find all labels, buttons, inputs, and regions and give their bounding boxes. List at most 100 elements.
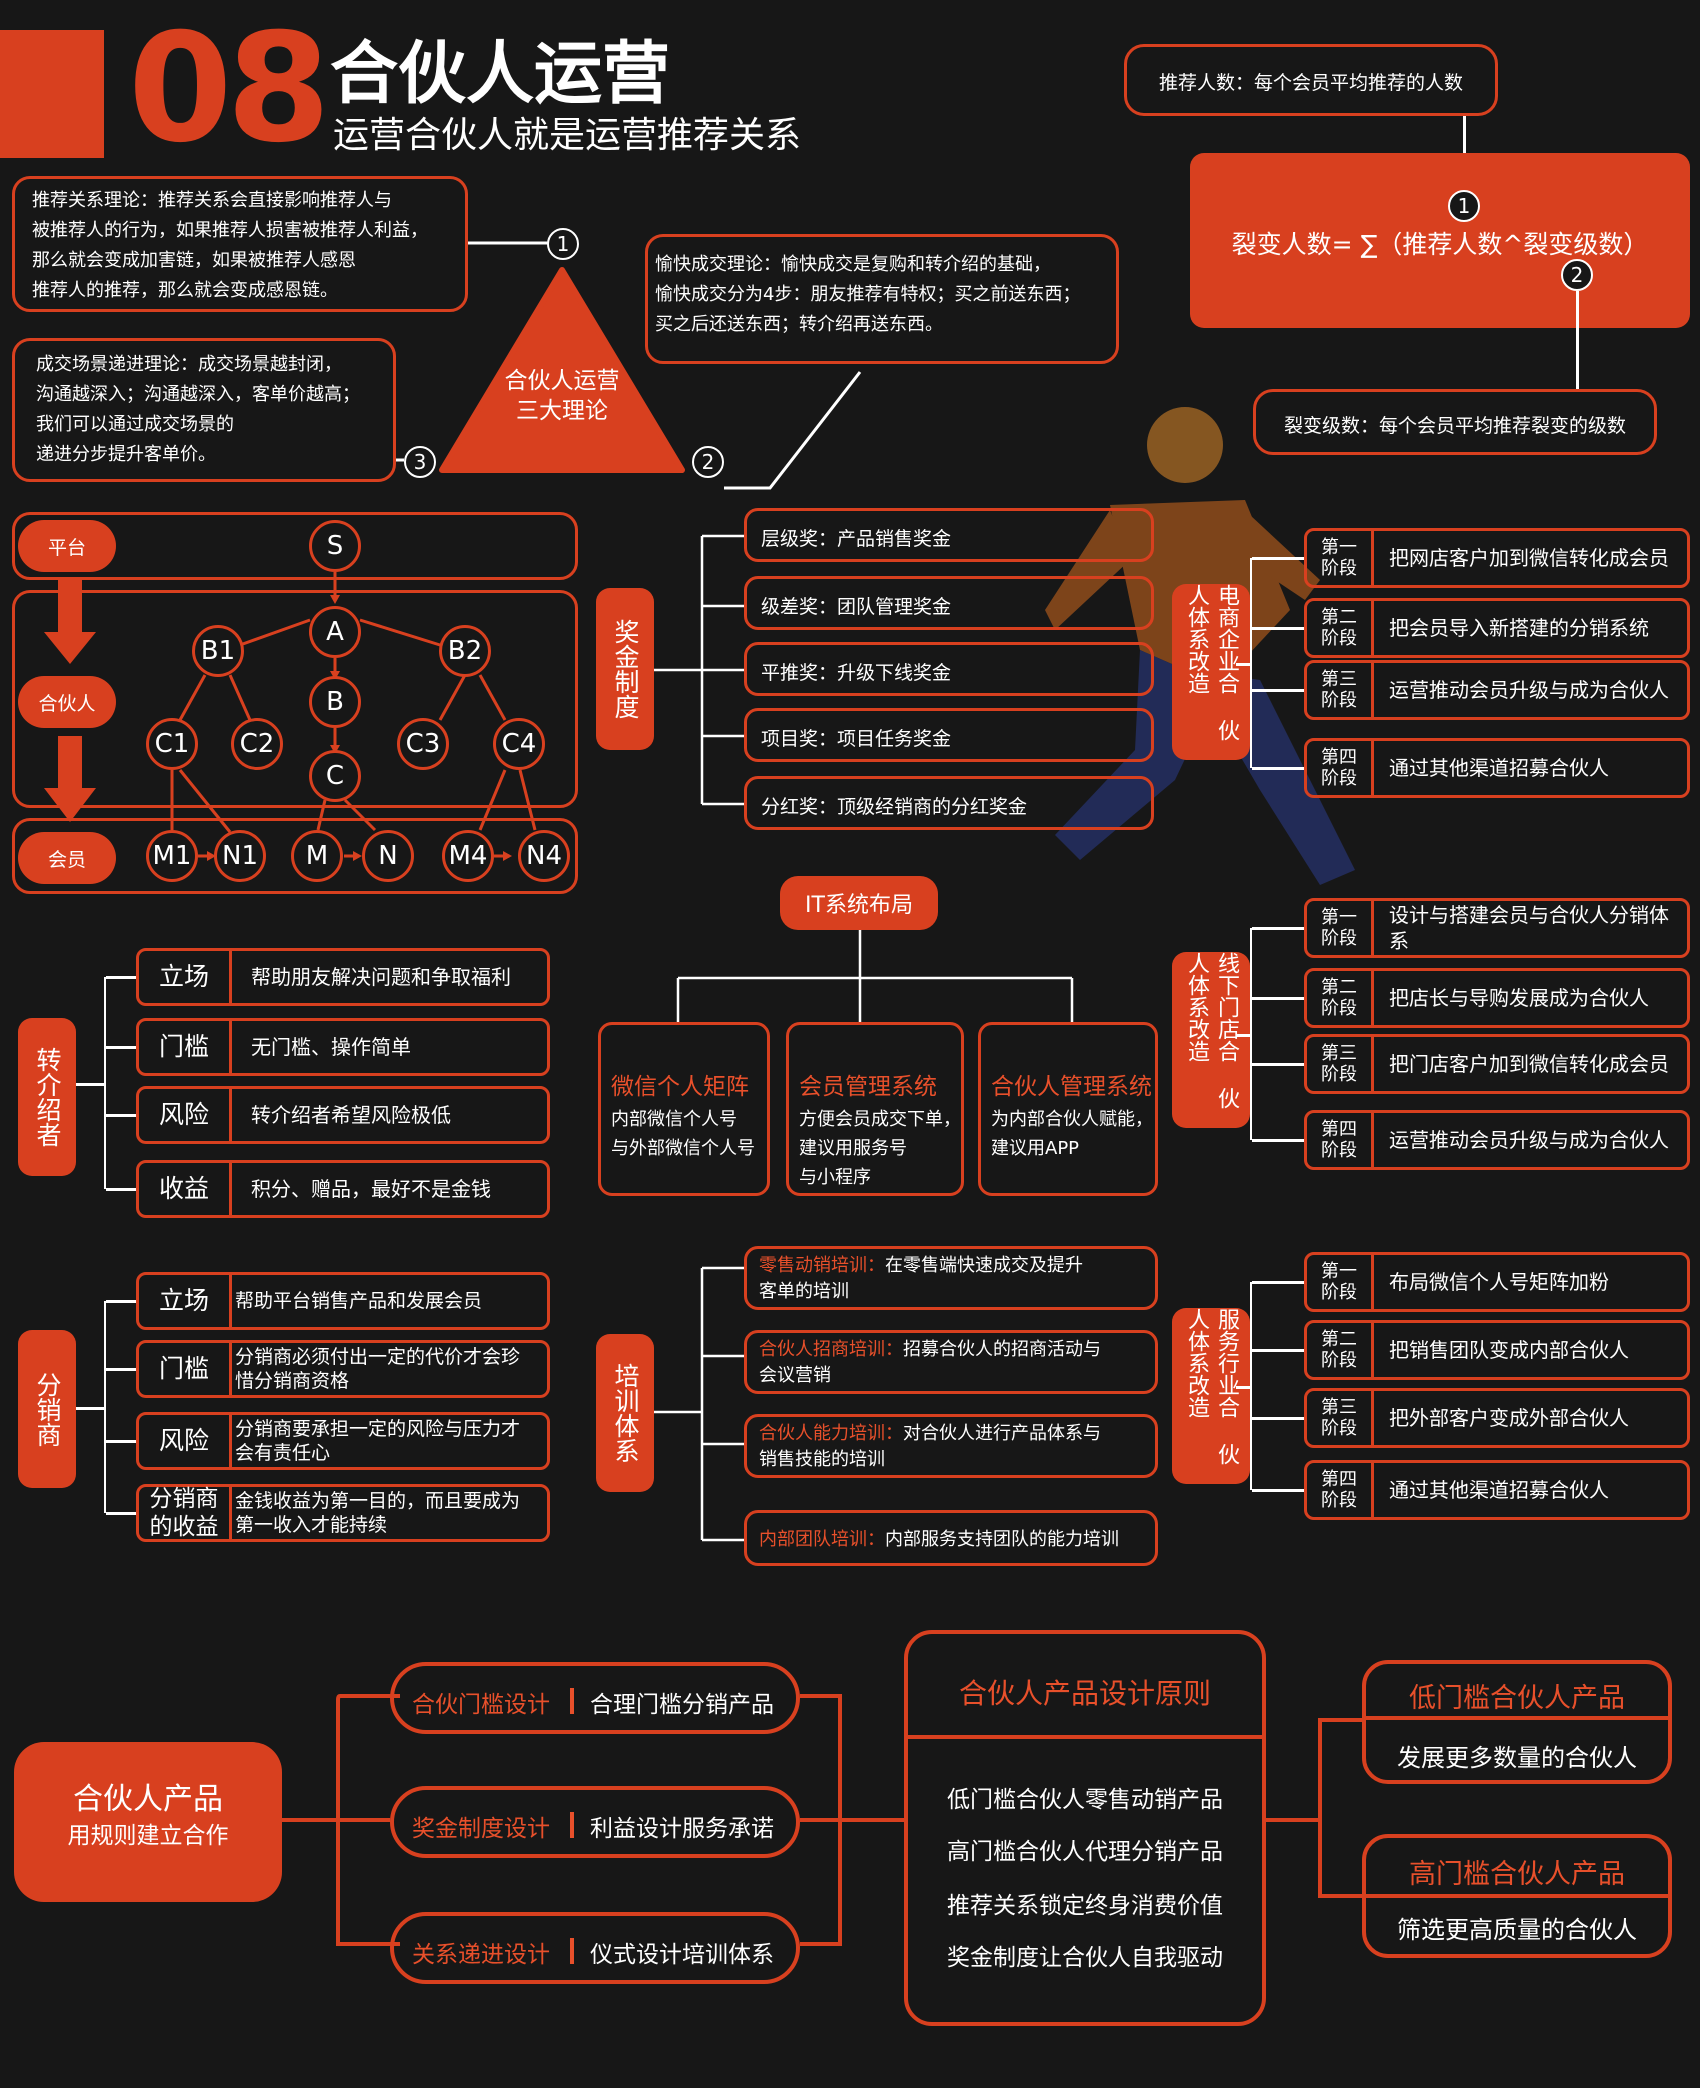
design-pill-divider <box>570 1688 574 1714</box>
ecommerce-stage-row: 第一 阶段把网店客户加到微信转化成会员 <box>1304 528 1690 588</box>
row-key: 门槛 <box>139 1021 232 1073</box>
theory-2-marker: 2 <box>692 446 724 478</box>
service-title: 服务行业合 伙人体系改造 <box>1172 1308 1250 1484</box>
offline-bracket <box>1250 928 1272 1140</box>
bonus-item: 项目奖：项目任务奖金 <box>744 708 1154 762</box>
bonus-item: 分红奖：顶级经销商的分红奖金 <box>744 776 1154 830</box>
principle-item: 奖金制度让合伙人自我驱动 <box>947 1945 1223 1971</box>
principles-box <box>904 1630 1266 2026</box>
theory-3-box <box>12 338 396 482</box>
service-stage-row: 第四 阶段通过其他渠道招募合伙人 <box>1304 1460 1690 1520</box>
row-value: 无门槛、操作简单 <box>251 1035 411 1059</box>
row-key: 收益 <box>139 1163 232 1215</box>
stage-desc: 把销售团队变成内部合伙人 <box>1389 1338 1629 1362</box>
theory-1-marker: 1 <box>547 228 579 260</box>
ecommerce-stage-row: 第二 阶段把会员导入新搭建的分销系统 <box>1304 598 1690 658</box>
offline-bracket-tick <box>1252 927 1304 930</box>
service-stage-row: 第一 阶段布局微信个人号矩阵加粉 <box>1304 1252 1690 1312</box>
design-pill: 奖金制度设计利益设计服务承诺 <box>390 1786 800 1858</box>
it-system-desc: 内部微信个人号 与外部微信个人号 <box>611 1109 755 1159</box>
training-item-text: 合伙人能力培训：对合伙人进行产品体系与 销售技能的培训 <box>759 1421 1153 1473</box>
step-1-marker: 1 <box>1448 190 1480 222</box>
design-pill-desc: 利益设计服务承诺 <box>590 1816 774 1842</box>
stage-desc: 设计与搭建会员与合伙人分销体系 <box>1389 903 1669 953</box>
low-divider <box>1362 1716 1672 1720</box>
training-bracket <box>654 1266 744 1542</box>
service-bracket-tick <box>1252 1489 1304 1492</box>
low-threshold-desc: 发展更多数量的合伙人 <box>1397 1744 1637 1772</box>
referrer-bracket-tick <box>106 1046 136 1049</box>
tree-flow-arrows <box>44 578 96 822</box>
training-item: 合伙人能力培训：对合伙人进行产品体系与 销售技能的培训 <box>744 1414 1158 1478</box>
stage-desc: 通过其他渠道招募合伙人 <box>1389 756 1609 780</box>
tree-platform-band <box>12 512 578 580</box>
training-item-desc: 招募合伙人的招商活动与 会议营销 <box>759 1339 1101 1386</box>
low-threshold-box <box>1362 1660 1672 1784</box>
tree-member-band <box>12 818 578 894</box>
row-value: 分销商要承担一定的风险与压力才 会有责任心 <box>235 1418 521 1464</box>
offline-stage-row: 第一 阶段设计与搭建会员与合伙人分销体系 <box>1304 898 1690 958</box>
tree-node-C: C <box>309 750 361 802</box>
service-bracket <box>1250 1282 1272 1490</box>
principle-item: 低门槛合伙人零售动销产品 <box>947 1787 1223 1813</box>
product-connectors <box>282 1694 1362 1946</box>
referrer-count-box <box>1124 44 1498 116</box>
distributor-bracket-tick <box>106 1368 136 1371</box>
tree-node-M: M <box>291 830 343 882</box>
design-pill-title: 合伙门槛设计 <box>412 1692 550 1718</box>
referrer-bracket-tick <box>106 1114 136 1117</box>
row-key: 风险 <box>139 1415 232 1467</box>
product-main-subtitle: 用规则建立合作 <box>67 1823 229 1849</box>
referrer-bracket-stem <box>76 1083 104 1086</box>
tree-partner-label: 合伙人 <box>18 676 116 728</box>
bonus-item: 级差奖：团队管理奖金 <box>744 576 1154 630</box>
tree-node-M4: M4 <box>442 830 494 882</box>
bonus-item-label: 层级奖：产品销售奖金 <box>761 528 952 550</box>
row-key: 分销商 的收益 <box>139 1486 232 1540</box>
row-value: 金钱收益为第一目的，而且要成为 第一收入才能持续 <box>235 1490 521 1536</box>
theory-1-text: 推荐关系理论：推荐关系会直接影响推荐人与 被推荐人的行为，如果推荐人损害被推荐人… <box>32 190 428 301</box>
theory-center-label: 合伙人运营 三大理论 <box>504 368 620 424</box>
ecommerce-bracket <box>1250 558 1272 768</box>
principle-item: 高门槛合伙人代理分销产品 <box>947 1839 1223 1865</box>
product-main-box <box>14 1742 282 1902</box>
offline-stage-row: 第二 阶段把店长与导购发展成为合伙人 <box>1304 968 1690 1028</box>
it-bracket <box>676 930 1074 1022</box>
design-pill-desc: 合理门槛分销产品 <box>590 1692 774 1718</box>
distributor-bracket-tick <box>106 1512 136 1515</box>
tree-node-C2: C2 <box>231 718 283 770</box>
offline-bracket-stem <box>1236 1034 1252 1037</box>
referrer-bracket <box>104 977 126 1189</box>
stage-label: 第一 阶段 <box>1307 531 1374 585</box>
stage-label: 第一 阶段 <box>1307 901 1374 955</box>
bonus-item-label: 级差奖：团队管理奖金 <box>761 596 952 618</box>
tree-node-A: A <box>309 606 361 658</box>
stage-label: 第四 阶段 <box>1307 741 1374 795</box>
training-item: 内部团队培训：内部服务支持团队的能力培训 <box>744 1510 1158 1566</box>
service-bracket-tick <box>1252 1349 1304 1352</box>
tree-member-label: 会员 <box>18 832 116 884</box>
distributor-row: 分销商 的收益金钱收益为第一目的，而且要成为 第一收入才能持续 <box>136 1484 550 1542</box>
tree-node-B1: B1 <box>192 625 244 677</box>
theory-3-marker: 3 <box>404 446 436 478</box>
row-value: 积分、赠品，最好不是金钱 <box>251 1177 491 1201</box>
bonus-title: 奖金制度 <box>596 588 654 750</box>
referrer-row: 收益积分、赠品，最好不是金钱 <box>136 1160 550 1218</box>
high-threshold-desc: 筛选更高质量的合伙人 <box>1397 1916 1637 1944</box>
ecommerce-bracket-tick <box>1252 557 1304 560</box>
stage-label: 第三 阶段 <box>1307 1037 1374 1091</box>
low-threshold-title: 低门槛合伙人产品 <box>1409 1683 1625 1714</box>
training-item-text: 零售动销培训：在零售端快速成交及提升 客单的培训 <box>759 1253 1153 1305</box>
theory-1-box <box>12 176 468 312</box>
bonus-item: 层级奖：产品销售奖金 <box>744 508 1154 562</box>
service-stage-row: 第三 阶段把外部客户变成外部合伙人 <box>1304 1388 1690 1448</box>
design-pill: 合伙门槛设计 合理门槛分销产品 <box>390 1662 800 1734</box>
theory-connectors <box>396 241 862 490</box>
service-stage-row: 第二 阶段把销售团队变成内部合伙人 <box>1304 1320 1690 1380</box>
row-value: 帮助朋友解决问题和争取福利 <box>251 965 511 989</box>
stage-desc: 把网店客户加到微信转化成会员 <box>1389 546 1669 570</box>
tree-node-M1: M1 <box>146 830 198 882</box>
stage-label: 第四 阶段 <box>1307 1463 1374 1517</box>
principle-item: 推荐关系锁定终身消费价值 <box>947 1893 1223 1919</box>
distributor-row: 门槛分销商必须付出一定的代价才会珍 惜分销商资格 <box>136 1340 550 1398</box>
